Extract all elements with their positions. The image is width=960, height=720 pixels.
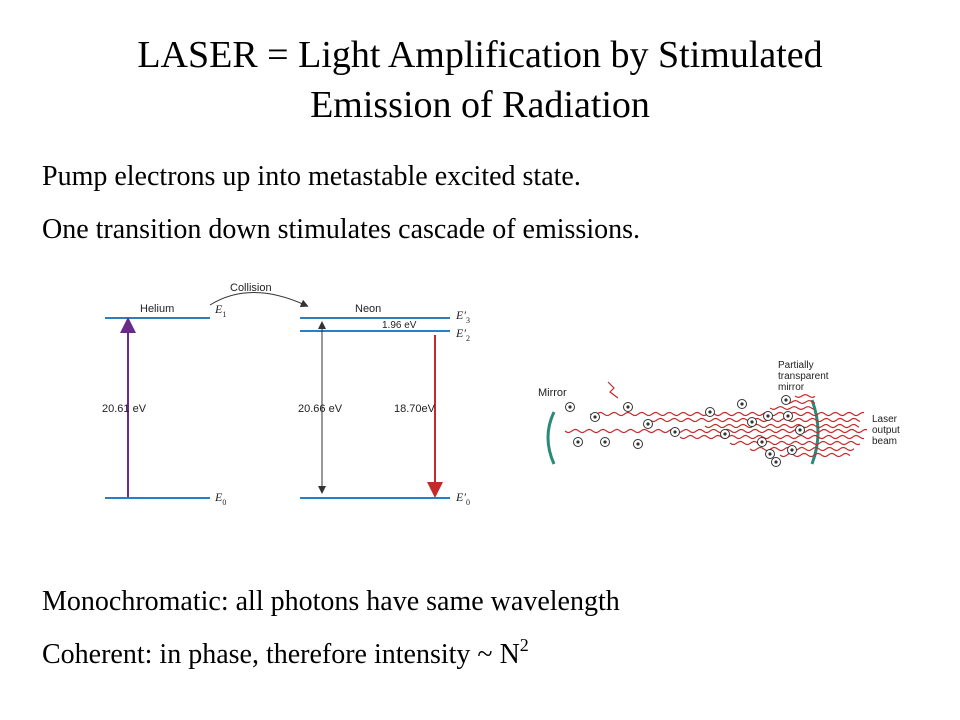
photon-wave	[769, 405, 815, 410]
atom-core	[750, 420, 754, 424]
bullet-pump: Pump electrons up into metastable excite…	[42, 161, 581, 192]
e3-prime-label: E′3	[455, 308, 470, 325]
mirror-label: Mirror	[538, 387, 567, 399]
bullet-monochromatic: Monochromatic: all photons have same wav…	[42, 586, 620, 617]
coherent-text: Coherent: in phase, therefore intensity …	[42, 639, 520, 670]
atom-core	[760, 440, 764, 444]
photon-wave	[749, 446, 855, 452]
atom-core	[708, 410, 712, 414]
photon-wave	[704, 423, 860, 429]
bullet-cascade: One transition down stimulates cascade o…	[42, 214, 640, 245]
atom-core	[784, 398, 788, 402]
collision-label: Collision	[230, 282, 272, 294]
neon-energy: 20.66 eV	[298, 403, 343, 415]
atom-core	[768, 452, 772, 456]
atom-core	[568, 405, 572, 409]
e2-prime-label: E′2	[455, 326, 470, 343]
atom-core	[673, 430, 677, 434]
collision-arrow	[209, 292, 309, 307]
photon-waves	[564, 381, 868, 458]
atom-core	[636, 442, 640, 446]
gap-label: 1.96 eV	[382, 320, 417, 331]
e1-label: E1	[214, 302, 226, 319]
title-line-2: Emission of Radiation	[310, 84, 650, 126]
atom-core	[774, 460, 778, 464]
output-beam-label: Laser output beam	[872, 414, 903, 447]
laser-energy: 18.70eV	[394, 403, 436, 415]
photon-wave	[564, 428, 868, 434]
neon-label: Neon	[355, 303, 381, 315]
atom-core	[723, 432, 727, 436]
atom-core	[593, 415, 597, 419]
photon-wave	[589, 411, 864, 417]
partial-mirror-label: Partially transparent mirror	[778, 360, 831, 393]
e0-label: E0	[214, 490, 226, 507]
bullet-coherent: Coherent: in phase, therefore intensity …	[42, 635, 529, 672]
atom-core	[646, 422, 650, 426]
exponent: 2	[519, 635, 529, 655]
photon-wave	[729, 440, 861, 446]
energy-level-diagram: Collision Helium E1 E0 20.61 eV Neon 1.9…	[102, 282, 470, 507]
atom-core	[766, 414, 770, 418]
title-line-1: LASER = Light Amplification by Stimulate…	[137, 34, 823, 76]
helium-label: Helium	[140, 303, 174, 315]
slide-title: LASER = Light Amplification by Stimulate…	[0, 30, 960, 130]
atom-core	[603, 440, 607, 444]
atom-core	[576, 440, 580, 444]
left-mirror	[546, 411, 556, 465]
atom-core	[798, 428, 802, 432]
laser-cavity-diagram: Mirror Partially transparent mirror Lase…	[538, 360, 903, 467]
photon-wave	[794, 394, 816, 398]
helium-energy: 20.61 eV	[102, 403, 147, 415]
atom-core	[790, 448, 794, 452]
excited-atoms	[565, 395, 805, 467]
atom-core	[626, 405, 630, 409]
atom-core	[786, 414, 790, 418]
photon-wave	[679, 434, 865, 440]
spontaneous-photon	[607, 381, 619, 399]
e0-prime-label: E′0	[455, 490, 470, 507]
atom-core	[740, 402, 744, 406]
